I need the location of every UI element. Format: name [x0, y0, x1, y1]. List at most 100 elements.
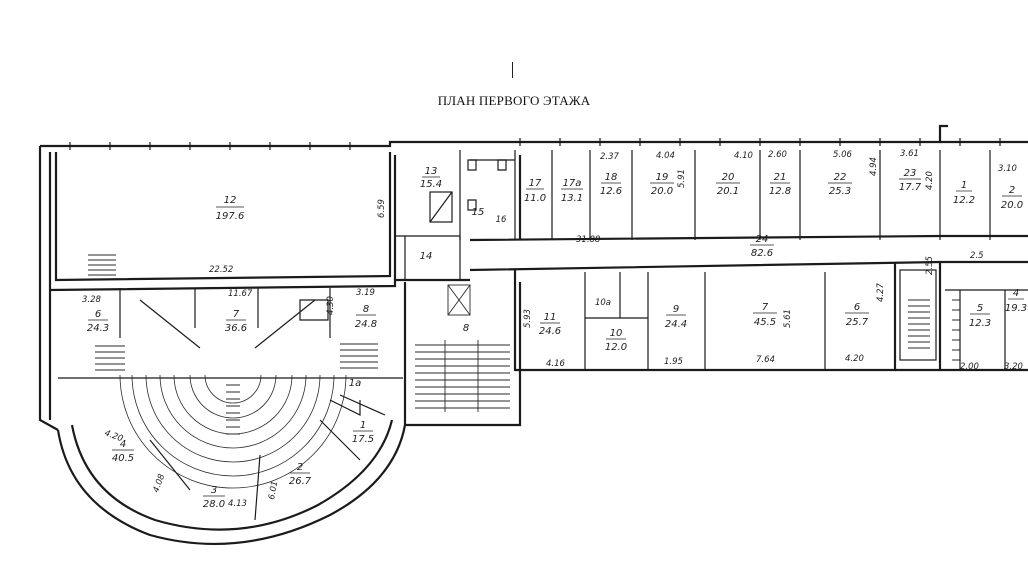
svg-text:18: 18: [605, 172, 618, 183]
svg-text:17: 17: [529, 178, 542, 189]
svg-text:4.20: 4.20: [845, 354, 864, 364]
svg-text:6: 6: [95, 309, 101, 320]
room-9: 9 24.4: [665, 304, 687, 330]
room-3-auditorium: 3 28.0: [203, 485, 225, 510]
svg-text:3: 3: [211, 485, 217, 496]
room-16: 16: [496, 215, 507, 225]
svg-text:40.5: 40.5: [112, 453, 134, 464]
svg-text:20: 20: [722, 172, 735, 183]
svg-text:2.55: 2.55: [925, 256, 935, 275]
page-tick-mark: [512, 62, 513, 78]
room-1-auditorium: 1 17.5: [352, 420, 374, 445]
svg-text:4.27: 4.27: [876, 282, 886, 302]
svg-text:4.10: 4.10: [734, 151, 753, 161]
svg-text:16: 16: [496, 215, 507, 225]
svg-text:5.61: 5.61: [783, 309, 793, 328]
room-2-east: 2 20.0: [1001, 185, 1023, 211]
svg-text:11.0: 11.0: [524, 193, 546, 204]
svg-text:2.00: 2.00: [960, 362, 979, 372]
svg-text:3.20: 3.20: [1004, 362, 1023, 372]
svg-text:17а: 17а: [563, 178, 582, 189]
svg-text:8: 8: [363, 304, 369, 315]
svg-text:3.10: 3.10: [998, 164, 1017, 174]
svg-text:5.91: 5.91: [677, 169, 687, 188]
room-area: 197.6: [216, 211, 245, 222]
svg-text:1а: 1а: [349, 378, 362, 389]
svg-text:11.67: 11.67: [228, 289, 253, 299]
room-24-corridor: 24 82.6: [750, 234, 774, 259]
room-7-east: 7 45.5: [753, 302, 777, 328]
svg-text:4.04: 4.04: [656, 151, 675, 161]
svg-text:6.59: 6.59: [377, 199, 387, 218]
svg-text:17.5: 17.5: [352, 434, 374, 445]
svg-text:22.52: 22.52: [209, 265, 233, 275]
svg-text:36.6: 36.6: [225, 323, 247, 334]
svg-text:9: 9: [673, 304, 679, 315]
room-8-west: 8 24.8: [355, 304, 377, 330]
svg-text:4.94: 4.94: [869, 157, 879, 176]
svg-text:14: 14: [420, 251, 433, 262]
svg-text:1.95: 1.95: [664, 357, 683, 367]
svg-text:26.7: 26.7: [289, 476, 312, 487]
svg-text:2.60: 2.60: [768, 150, 787, 160]
svg-text:3.28: 3.28: [82, 295, 102, 305]
svg-text:4.30: 4.30: [326, 296, 336, 315]
svg-text:6.01: 6.01: [267, 480, 280, 500]
svg-text:25.3: 25.3: [829, 186, 851, 197]
room-13: 13 15.4: [420, 166, 442, 190]
svg-text:13.1: 13.1: [561, 193, 583, 204]
room-6-west: 6 24.3: [87, 309, 109, 334]
svg-text:4.20: 4.20: [103, 428, 124, 444]
svg-text:4: 4: [1013, 288, 1019, 299]
svg-text:24.3: 24.3: [87, 323, 109, 334]
svg-text:28.0: 28.0: [203, 499, 225, 510]
room-labels: 12 197.6 13 15.4 14 15 16 17 11.0: [87, 166, 1027, 510]
room-11: 11 24.6: [539, 312, 561, 337]
svg-text:22: 22: [834, 172, 847, 183]
room-23: 23 17.7: [899, 168, 922, 193]
svg-text:1: 1: [961, 180, 967, 191]
svg-text:4.16: 4.16: [546, 359, 566, 369]
svg-text:19.3: 19.3: [1005, 303, 1027, 314]
room-10a: 10а: [595, 298, 611, 308]
room-17a: 17а 13.1: [561, 178, 583, 204]
svg-text:7: 7: [762, 302, 769, 313]
svg-text:17.7: 17.7: [899, 182, 922, 193]
room-5-east: 5 12.3: [969, 303, 991, 329]
svg-text:12.0: 12.0: [605, 342, 627, 353]
lower-row-partitions: [584, 269, 1028, 370]
room-18: 18 12.6: [600, 172, 622, 197]
room-22: 22 25.3: [828, 172, 852, 197]
svg-text:5.06: 5.06: [833, 150, 853, 160]
stairs: [88, 254, 960, 435]
room-8-stairwell: 8: [463, 323, 469, 334]
room-1-east: 1 12.2: [953, 180, 975, 206]
room-10: 10 12.0: [605, 328, 627, 353]
room-1a: 1а: [349, 378, 362, 389]
svg-text:3.19: 3.19: [356, 288, 375, 298]
svg-text:1: 1: [360, 420, 366, 431]
svg-text:4.08: 4.08: [151, 472, 167, 494]
svg-text:20.0: 20.0: [651, 186, 673, 197]
svg-text:19: 19: [656, 172, 669, 183]
svg-text:2: 2: [1009, 185, 1015, 196]
svg-text:2.37: 2.37: [600, 152, 620, 162]
svg-text:7.64: 7.64: [756, 355, 775, 365]
svg-text:6: 6: [854, 302, 860, 313]
room-19: 19 20.0: [650, 172, 674, 197]
svg-text:4.20: 4.20: [925, 171, 935, 190]
svg-text:10а: 10а: [595, 298, 611, 308]
svg-text:25.7: 25.7: [846, 317, 869, 328]
svg-text:4.13: 4.13: [228, 499, 247, 509]
room-17: 17 11.0: [524, 178, 546, 204]
svg-text:15.4: 15.4: [420, 179, 442, 190]
plan-title: ПЛАН ПЕРВОГО ЭТАЖА: [437, 93, 591, 108]
auditorium: [48, 288, 407, 546]
svg-text:24: 24: [756, 234, 769, 245]
svg-text:24.6: 24.6: [539, 326, 561, 337]
svg-text:15: 15: [472, 207, 485, 218]
svg-text:82.6: 82.6: [751, 248, 773, 259]
svg-text:12.6: 12.6: [600, 186, 622, 197]
svg-text:24.8: 24.8: [355, 319, 377, 330]
